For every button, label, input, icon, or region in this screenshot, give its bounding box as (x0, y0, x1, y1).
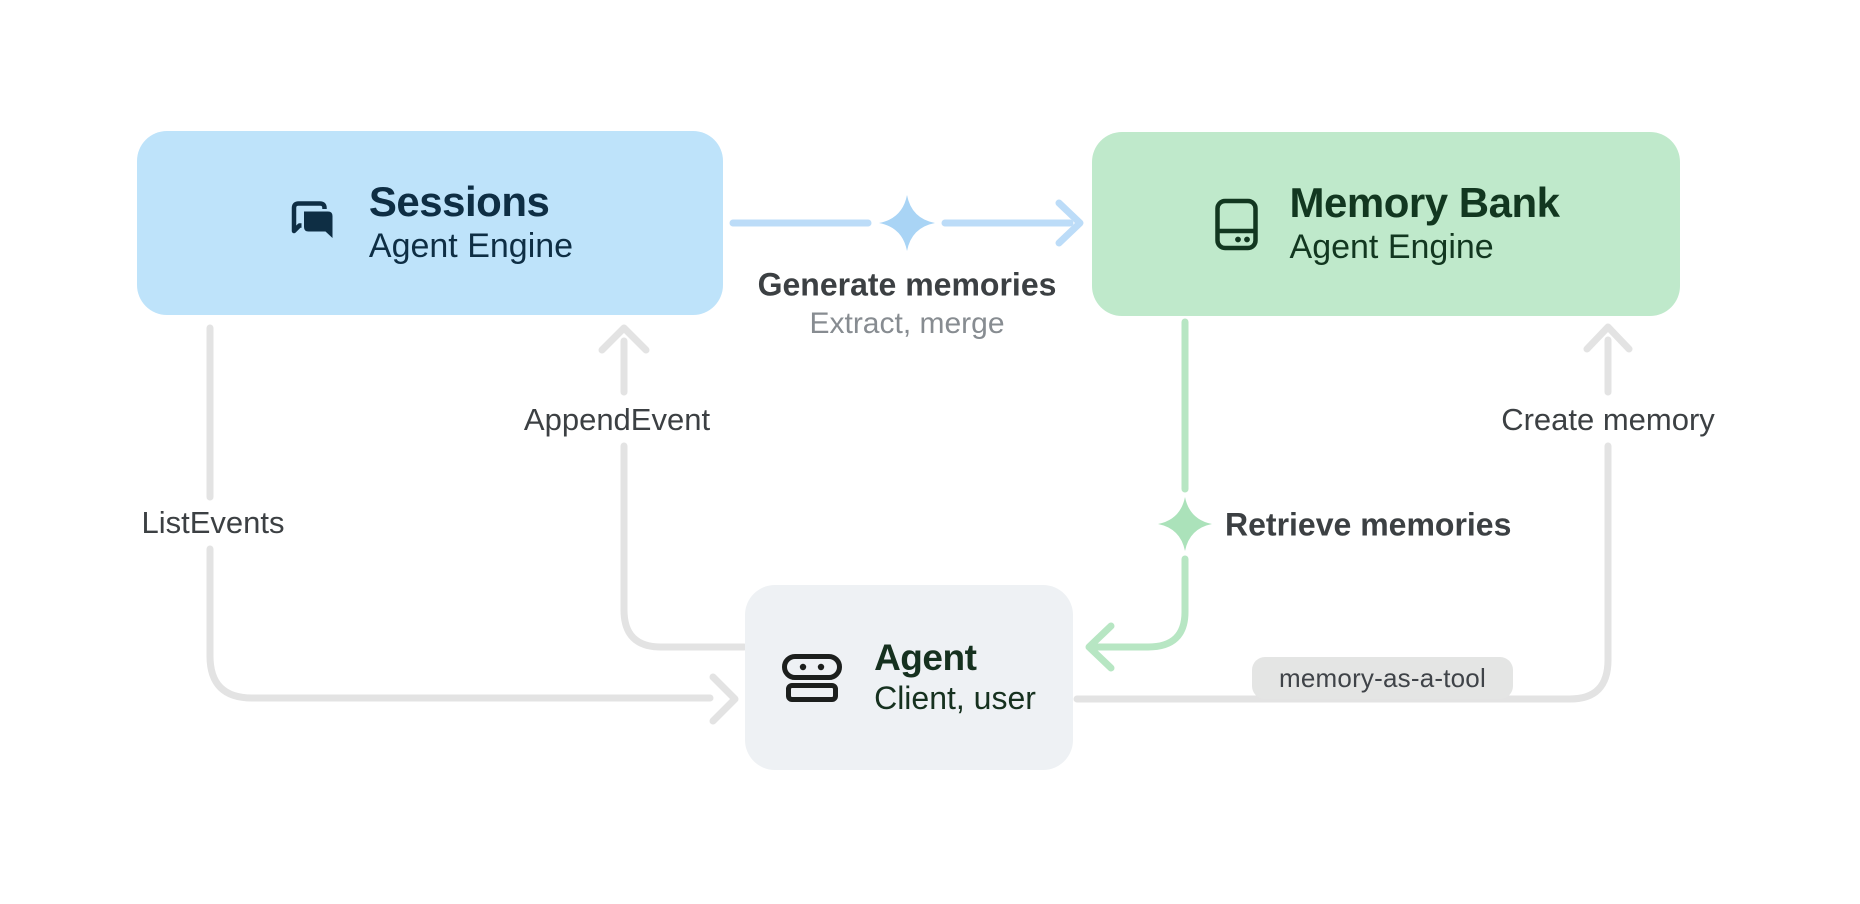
edge-label-generate-memories: Generate memories (757, 266, 1057, 303)
node-title: Sessions (368, 178, 550, 226)
forum-icon (291, 201, 335, 241)
memory-as-a-tool-badge: memory-as-a-tool (1252, 657, 1513, 699)
edge-label-append-event: AppendEvent (523, 402, 711, 437)
edge-label-retrieve-memories: Retrieve memories (1225, 506, 1512, 543)
edge-sublabel-extract-merge: Extract, merge (809, 307, 1005, 340)
robot-icon (782, 653, 843, 702)
node-title: Agent (874, 636, 977, 678)
node-subtitle: Agent Engine (368, 227, 574, 266)
edge-label-create-memory: Create memory (1501, 402, 1715, 437)
node-sessions: Sessions Agent Engine (137, 131, 723, 315)
generate-memories-arrow (729, 199, 1084, 247)
list-events-arrow (206, 324, 739, 725)
badge-label: memory-as-a-tool (1279, 662, 1486, 693)
sparkle-icon (879, 195, 935, 251)
node-agent: Agent Client, user (745, 585, 1073, 770)
node-subtitle: Client, user (874, 680, 1036, 717)
storage-icon (1214, 198, 1258, 250)
append-event-arrow (598, 324, 748, 651)
node-memory-bank: Memory Bank Agent Engine (1092, 132, 1680, 316)
create-memory-arrow (1073, 323, 1633, 703)
node-title: Memory Bank (1289, 179, 1560, 227)
sparkle-icon (1158, 497, 1212, 551)
node-subtitle: Agent Engine (1289, 228, 1494, 267)
edge-label-list-events: ListEvents (141, 505, 285, 540)
retrieve-memories-arrow (1085, 318, 1189, 672)
